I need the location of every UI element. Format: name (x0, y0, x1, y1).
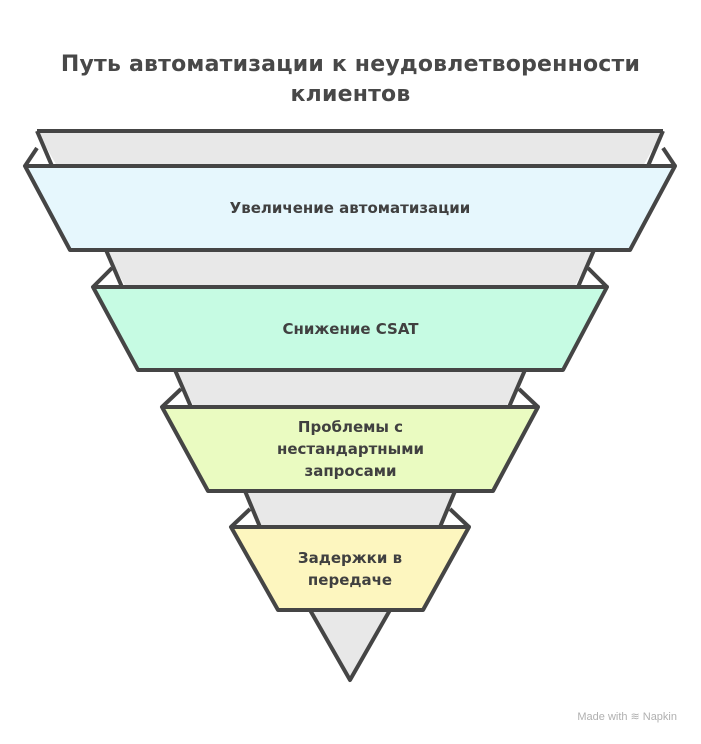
stage-1-label: Увеличение автоматизации (70, 166, 630, 250)
stage-4-label: Задержки в передаче (262, 527, 438, 610)
title-line-2: клиентов (290, 82, 411, 107)
stage-4-text-line-1: Задержки в (297, 548, 403, 567)
made-with-napkin-footer[interactable]: Made with ≋ Napkin (577, 710, 677, 724)
funnel-stage-1 (23, 164, 677, 252)
stage-4-text-line-2: передаче (307, 570, 393, 589)
funnel-stage-3 (160, 405, 540, 493)
stage-3-text-line-2: нестандартными (277, 440, 424, 458)
stage-3-label: Проблемы с нестандартными запросами (208, 407, 493, 491)
title-line-1: Путь автоматизации к неудовлетворенности (60, 52, 641, 77)
stage-2-label: Снижение CSAT (138, 287, 563, 370)
stage-3-text-line-1: Проблемы с (297, 418, 404, 436)
napkin-brand-text: Napkin (642, 710, 677, 723)
stage-1-text: Увеличение автоматизации (229, 199, 471, 217)
stage-2-text: Снижение CSAT (282, 319, 419, 338)
funnel-stage-4 (229, 525, 471, 612)
diagram-title: Путь автоматизации к неудовлетворенности… (0, 50, 701, 110)
napkin-logo-icon: ≋ (630, 711, 640, 723)
funnel-stage-2 (91, 285, 609, 372)
stage-3-text-line-3: запросами (304, 462, 397, 480)
made-with-text: Made with (577, 710, 628, 723)
